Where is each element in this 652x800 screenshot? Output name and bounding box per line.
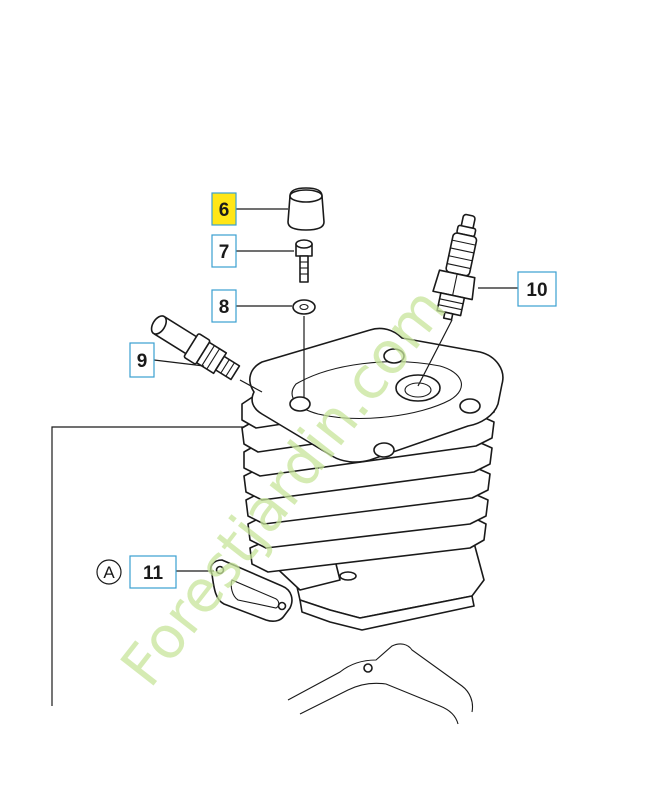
- leader-9: [153, 359, 205, 367]
- callout-6-number: 6: [219, 200, 230, 221]
- callout-7[interactable]: 7: [211, 234, 237, 268]
- cap: [287, 187, 325, 231]
- callout-11-number: 11: [143, 563, 164, 584]
- leader-9-axis: [239, 379, 263, 393]
- callout-6[interactable]: 6: [211, 192, 237, 226]
- reference-marker-a: A: [96, 559, 122, 585]
- callout-10[interactable]: 10: [517, 271, 557, 307]
- callout-11-box: [129, 555, 177, 589]
- callout-6-box: [211, 192, 237, 226]
- callout-7-number: 7: [219, 242, 230, 263]
- callout-8-number: 8: [219, 297, 230, 318]
- callout-8-box: [211, 289, 237, 323]
- reference-marker-letter: A: [103, 563, 115, 582]
- callout-8[interactable]: 8: [211, 289, 237, 323]
- screw: [295, 239, 313, 283]
- spark-plug: [432, 213, 478, 321]
- callout-9[interactable]: 9: [129, 342, 155, 378]
- callout-11[interactable]: 11: [129, 555, 177, 589]
- leader-10-axis: [417, 319, 453, 387]
- callout-9-box: [129, 342, 155, 378]
- base-gasket-inner: [299, 682, 459, 725]
- callout-9-number: 9: [137, 351, 148, 372]
- gasket: [209, 559, 293, 622]
- callout-10-box: [517, 271, 557, 307]
- base-gasket-hole: [363, 663, 373, 673]
- assembly-bracket-line: [51, 426, 246, 706]
- cylinder: [241, 327, 504, 631]
- callout-10-number: 10: [526, 280, 547, 301]
- base-gasket-outline: [287, 643, 474, 713]
- decompression-valve: [150, 315, 241, 381]
- washer: [292, 299, 316, 315]
- callout-7-box: [211, 234, 237, 268]
